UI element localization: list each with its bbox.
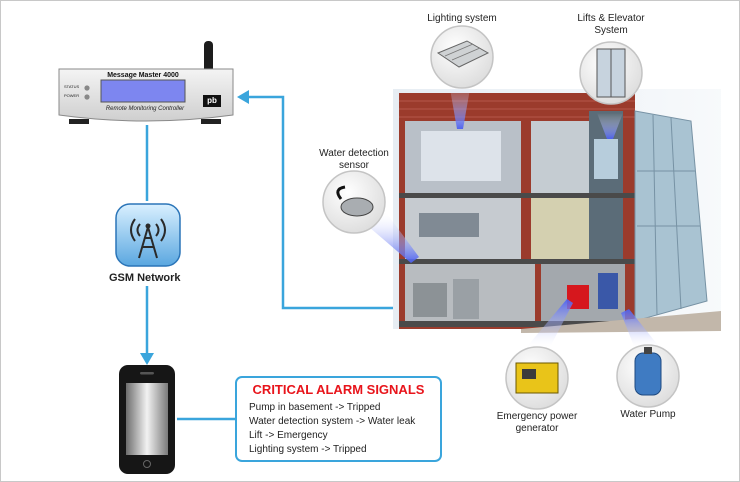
arrow-to-device-icon (237, 90, 249, 104)
gsm-network-label: GSM Network (109, 272, 181, 284)
device-model-label: Message Master 4000 (107, 72, 179, 79)
arrow-to-phone-icon (140, 353, 154, 365)
building-to-device-line (247, 95, 393, 310)
lifts-beam (597, 113, 623, 139)
lifts-callout (579, 41, 643, 105)
status-led-icon (84, 85, 90, 91)
generator-label-line1: Emergency power (496, 411, 578, 422)
device-antenna (204, 41, 213, 73)
lifts-label-line2: System (594, 25, 628, 36)
lifts-label-line1: Lifts & Elevator (577, 13, 645, 24)
lighting-callout (430, 25, 494, 89)
alarm-title: CRITICAL ALARM SIGNALS (252, 382, 425, 397)
callout-beams (369, 83, 661, 349)
device-logo-badge (203, 95, 221, 107)
device-power-label: POWER (64, 93, 80, 98)
water-pump-icon (634, 352, 662, 396)
water-sensor-beam (369, 211, 419, 263)
building-illustration (393, 89, 721, 333)
alarm-line-water: Water detection system -> Water leak (249, 416, 416, 427)
antenna-tower-icon (130, 218, 166, 259)
pump-callout (616, 344, 680, 408)
gsm-network-icon (115, 203, 181, 267)
device-status-label: STATUS (64, 84, 80, 89)
power-led-icon (84, 94, 90, 100)
pump-beam (621, 309, 661, 349)
generator-label-line2: generator (515, 423, 559, 434)
generator-callout (505, 346, 569, 410)
device-subtitle: Remote Monitoring Controller (105, 106, 185, 112)
water-sensor-label-line2: sensor (338, 160, 369, 171)
water-sensor-callout (322, 170, 386, 234)
message-master-device (58, 41, 234, 124)
connector-lines (145, 95, 393, 421)
lighting-system-label: Lighting system (427, 13, 497, 24)
ceiling-light-icon (436, 40, 490, 68)
device-foot-left (69, 119, 89, 124)
alarm-line-lighting: Lighting system -> Tripped (249, 444, 367, 455)
alarm-line-lift: Lift -> Emergency (249, 430, 328, 441)
device-display (100, 79, 186, 103)
water-sensor-label-line1: Water detection (319, 148, 389, 159)
water-pump-label: Water Pump (620, 409, 676, 420)
device-logo: pb (207, 96, 217, 105)
generator-beam (525, 299, 573, 349)
device-foot-right (201, 119, 221, 124)
lighting-beam (449, 83, 471, 129)
water-sensor-icon (340, 197, 374, 217)
smartphone-icon (119, 365, 175, 474)
alarm-line-pump: Pump in basement -> Tripped (249, 402, 381, 413)
critical-alarm-box: CRITICAL ALARM SIGNALS Pump in basement … (235, 376, 442, 462)
